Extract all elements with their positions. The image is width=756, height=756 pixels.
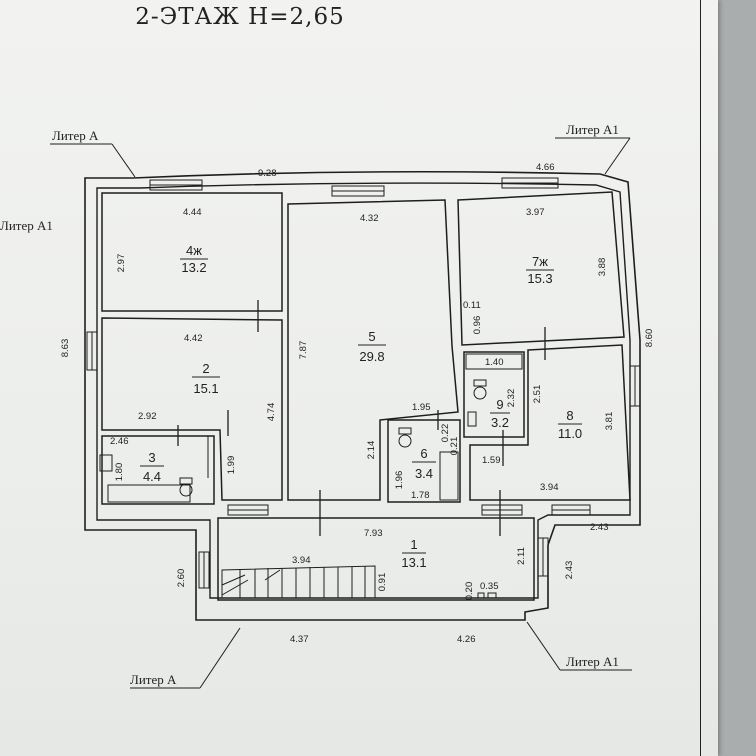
room-7-number: 7ж <box>532 254 548 269</box>
sheet-frame <box>700 0 701 756</box>
dim-label: 0.22 <box>440 424 451 443</box>
outer-wall <box>84 170 641 621</box>
dim-label: 0.11 <box>463 300 481 311</box>
dim-label: 3.81 <box>604 412 615 431</box>
dim-label: 4.37 <box>290 634 309 645</box>
bath-fixtures <box>99 353 523 598</box>
room-4-area: 13.2 <box>181 260 206 275</box>
dim-label: 7.87 <box>298 341 309 360</box>
room-1-outline <box>217 517 535 601</box>
dim-label: 2.14 <box>366 441 377 460</box>
dim-label: 8.60 <box>644 329 655 348</box>
dim-label: 2.43 <box>590 522 609 533</box>
dim-label: 2.97 <box>116 254 127 273</box>
room-5-area: 29.8 <box>359 349 384 364</box>
dim-label: 3.97 <box>526 207 545 218</box>
room-1-area: 13.1 <box>401 555 426 570</box>
dim-label: 0.20 <box>464 582 475 601</box>
room-6-area: 3.4 <box>415 466 433 481</box>
dim-label: 9.28 <box>258 168 277 179</box>
dim-label: 8.63 <box>60 339 71 358</box>
inner-wall <box>96 182 631 599</box>
room-4-number: 4ж <box>186 243 202 258</box>
liter-label-top-left: Литер А <box>52 128 99 143</box>
room-7-area: 15.3 <box>527 271 552 286</box>
dim-label: 1.96 <box>394 471 405 490</box>
windows <box>86 177 641 589</box>
dim-label: 2.11 <box>516 547 527 565</box>
room-5-outline <box>287 199 459 501</box>
room-6-number: 6 <box>420 446 427 461</box>
stairs <box>221 565 376 598</box>
dim-label: 2.46 <box>110 436 129 447</box>
liter-labels: Литер А Литер А1 Литер А Литер А1 Литер … <box>0 122 619 687</box>
room-8-outline <box>469 344 631 501</box>
leader-lines <box>50 137 632 689</box>
dim-label: 4.44 <box>183 207 202 218</box>
room-7-outline <box>457 191 625 346</box>
dim-label: 3.94 <box>540 482 559 493</box>
dim-label: 1.95 <box>412 402 431 413</box>
dim-label: 0.35 <box>480 581 499 592</box>
room-3-number: 3 <box>148 450 155 465</box>
room-4-outline <box>101 192 283 312</box>
dim-label: 2.60 <box>176 569 187 588</box>
dim-label: 1.80 <box>114 463 125 482</box>
liter-label-bottom-left: Литер А <box>130 672 177 687</box>
room-8-area: 11.0 <box>558 426 582 441</box>
dim-label: 0.91 <box>377 573 388 592</box>
room-2-area: 15.1 <box>193 381 218 396</box>
room-8-number: 8 <box>566 408 573 423</box>
dim-label: 0.96 <box>472 316 483 335</box>
room-2-outline <box>101 317 283 501</box>
room-2-number: 2 <box>202 361 209 376</box>
dim-label: 3.94 <box>292 555 311 566</box>
dim-label: 4.66 <box>536 162 555 173</box>
dim-label: 1.59 <box>482 455 501 466</box>
room-9-area: 3.2 <box>491 415 509 430</box>
dim-label: 4.26 <box>457 634 476 645</box>
dim-label: 7.93 <box>364 528 383 539</box>
dim-label: 2.92 <box>138 411 157 422</box>
room-6-outline <box>387 419 461 503</box>
room-9-outline <box>463 351 525 438</box>
room-5-number: 5 <box>368 329 375 344</box>
dim-label: 4.42 <box>184 333 203 344</box>
dim-label: 4.32 <box>360 213 379 224</box>
room-9-number: 9 <box>496 397 503 412</box>
dim-label: 1.99 <box>226 456 237 475</box>
dim-label: 1.78 <box>411 490 430 501</box>
door-marks <box>177 300 546 536</box>
dim-label: 4.74 <box>266 403 277 422</box>
dim-label: 2.43 <box>564 561 575 580</box>
room-1-number: 1 <box>410 537 417 552</box>
liter-label-top-right: Литер А1 <box>566 122 619 137</box>
dim-label: 0.21 <box>449 437 460 456</box>
dim-label: 2.32 <box>506 389 517 408</box>
side-note: Литер А1 <box>0 218 53 233</box>
dim-label: 2.51 <box>532 385 543 404</box>
dimension-labels: 9.28 4.66 4.44 4.32 3.97 2.97 3.88 8.63 … <box>60 162 655 645</box>
room-labels: 4ж 13.2 5 29.8 7ж 15.3 2 15.1 3 4.4 6 3.… <box>140 243 582 570</box>
liter-label-bottom-right: Литер А1 <box>566 654 619 669</box>
dim-label: 1.40 <box>485 357 504 368</box>
plan-title: 2-ЭТАЖ H=2,65 <box>135 4 345 30</box>
dim-label: 3.88 <box>597 258 608 277</box>
room-3-area: 4.4 <box>143 469 161 484</box>
paper-sheet: 2-ЭТАЖ H=2,65 <box>0 0 718 756</box>
